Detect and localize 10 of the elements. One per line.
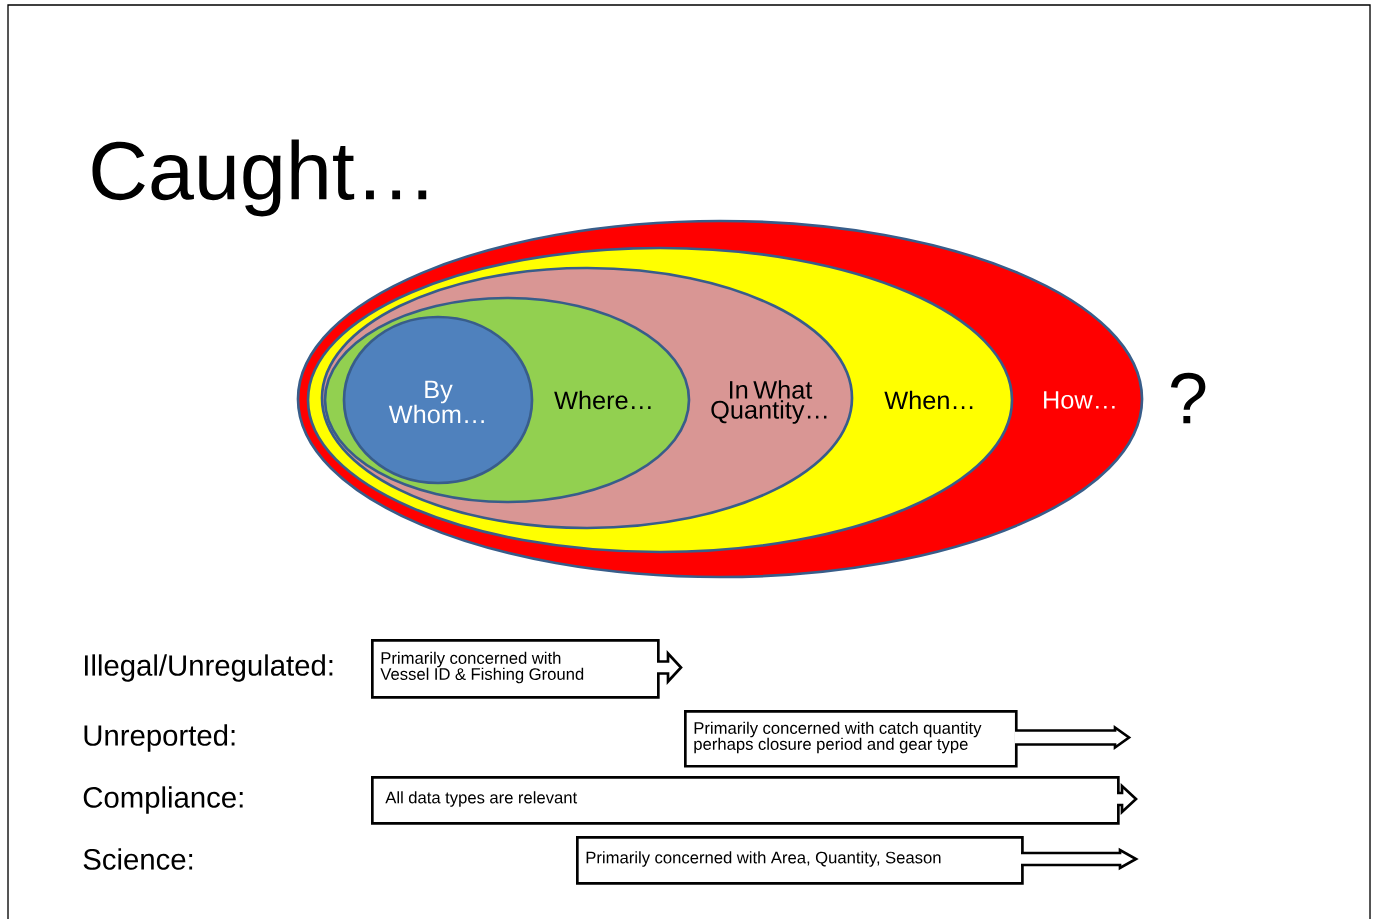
arrow-box: Primarily concerned with Area, Quantity, Season xyxy=(576,836,1139,885)
arrow-box: Primarily concerned with Vessel ID & Fishing Ground xyxy=(371,639,683,699)
row-label: Science: xyxy=(83,848,193,870)
arrow-box: Primarily concerned with catch quantity perhaps closure period and gear type xyxy=(684,710,1132,768)
row-label: Unreported: xyxy=(84,724,235,752)
arrow-box: All data types are relevant xyxy=(371,776,1138,825)
title: Caught… xyxy=(92,139,427,217)
row-label: Compliance: xyxy=(83,786,243,814)
question-mark: ? xyxy=(1170,372,1206,424)
row-label: Illegal/Unregulated: xyxy=(84,654,333,682)
